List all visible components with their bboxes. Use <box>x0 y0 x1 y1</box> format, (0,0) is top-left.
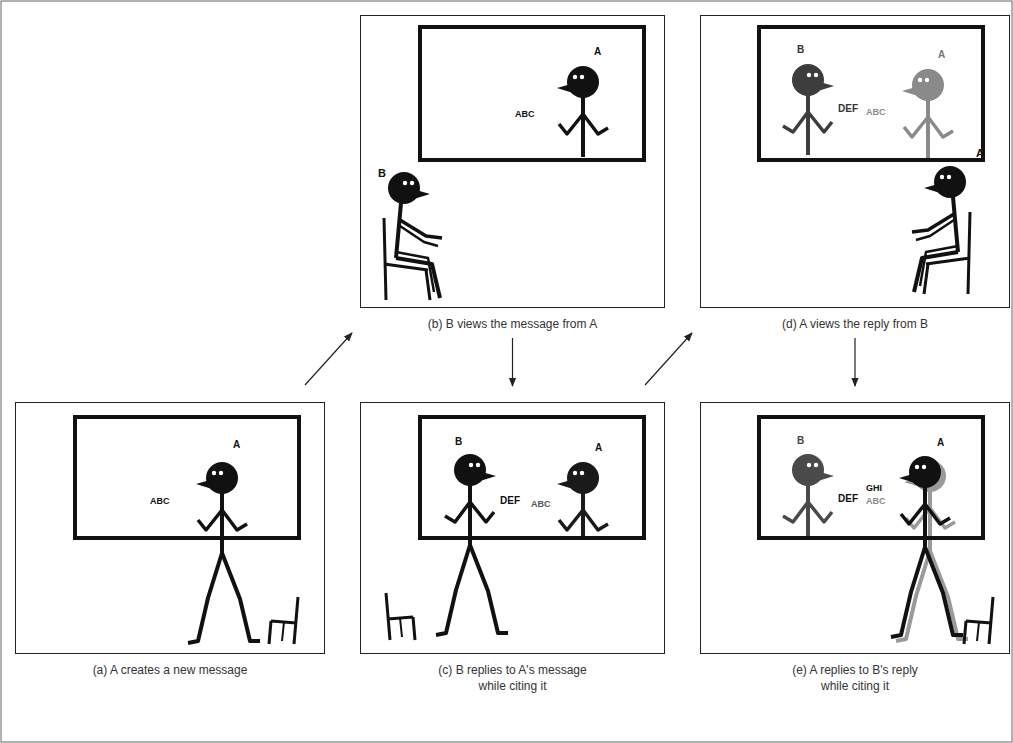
speech-text: ABC <box>531 500 551 509</box>
panel-caption: (b) B views the message from A <box>388 316 638 332</box>
figure-upper <box>783 454 834 538</box>
figure-label: A <box>595 443 602 453</box>
panel-caption: (c) B replies to A's message while citin… <box>430 662 595 694</box>
figure-label: B <box>797 45 804 55</box>
figure-upper <box>899 456 950 547</box>
stick-figure <box>188 462 260 643</box>
figure-label: A <box>594 47 601 57</box>
figure-upper <box>783 64 834 155</box>
display-screen: ABC A <box>73 415 301 540</box>
figure-upper <box>902 69 953 160</box>
comic-panel: (e) A replies to B's reply while citing … <box>700 402 1010 654</box>
flow-arrow <box>512 338 513 386</box>
figure-legs <box>188 553 260 643</box>
panel-caption: (a) A creates a new message <box>45 662 295 678</box>
speech-text: DEF <box>500 496 520 506</box>
panel-caption: (e) A replies to B's reply while citing … <box>783 662 928 694</box>
stick-figure <box>891 456 963 637</box>
flow-arrow <box>854 338 855 386</box>
figure-label: B <box>378 168 386 179</box>
comic-panel: (b) B views the message from ABABCA <box>360 15 665 308</box>
figure-label: A <box>937 438 944 448</box>
comic-panel: (d) A views the reply from BABDEFABCA <box>700 15 1010 308</box>
stick-figure <box>436 454 508 635</box>
figure-label: A <box>233 440 240 450</box>
figure-label: B <box>797 436 804 446</box>
chair-symbol <box>964 597 993 644</box>
speech-text: ABC <box>866 108 886 117</box>
stick-figure <box>557 462 608 538</box>
speech-text: ABC <box>150 497 170 506</box>
display-screen: B DEF GHI ABC A <box>757 415 985 540</box>
speech-text: GHI <box>866 484 882 493</box>
display-screen: B DEF ABC A <box>757 25 985 162</box>
comic-panel: (a) A creates a new messageABCA <box>15 402 325 654</box>
speech-text: ABC <box>866 497 886 506</box>
panel-caption: (d) A views the reply from B <box>730 316 980 332</box>
seated-figure <box>384 172 442 300</box>
figure-legs <box>891 547 963 637</box>
figure-upper <box>445 454 496 545</box>
figure-upper <box>557 66 608 157</box>
stick-figure <box>783 64 953 160</box>
chair-symbol <box>386 593 415 640</box>
figure-legs <box>436 545 508 635</box>
speech-text: DEF <box>838 104 858 114</box>
stick-figure <box>783 454 834 538</box>
figure-upper <box>557 462 608 538</box>
figure-label: B <box>455 437 462 447</box>
chair-symbol <box>269 597 298 644</box>
speech-text: ABC <box>515 110 535 119</box>
flow-arrow <box>645 333 692 385</box>
stick-figure <box>557 66 608 157</box>
display-screen: B DEF ABC A <box>418 415 646 540</box>
flow-arrow <box>305 333 352 385</box>
seated-figure <box>912 166 970 294</box>
comic-panel: (c) B replies to A's message while citin… <box>360 402 665 654</box>
speech-text: DEF <box>838 494 858 504</box>
display-screen: ABC A <box>418 25 646 162</box>
figure-label: A <box>938 50 945 60</box>
